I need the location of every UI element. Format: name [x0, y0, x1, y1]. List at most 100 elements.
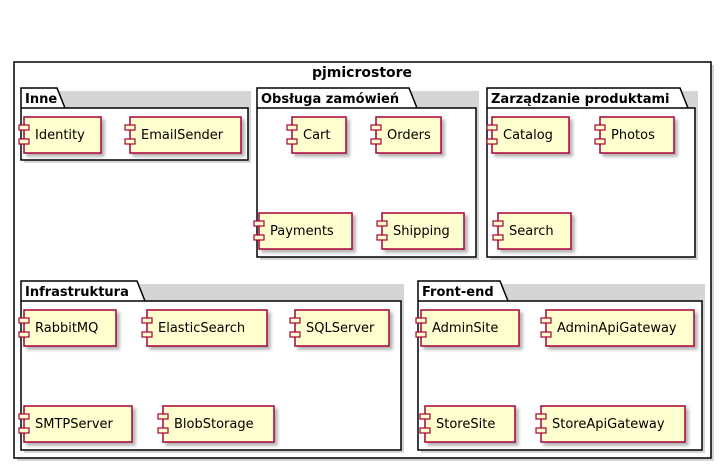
component-blobstorage[interactable]: BlobStorage [157, 405, 275, 443]
component-storesite[interactable]: StoreSite [419, 405, 516, 443]
component-adminapigateway[interactable]: AdminApiGateway [540, 309, 695, 347]
component-payments[interactable]: Payments [253, 212, 353, 250]
component-elasticsearch[interactable]: ElasticSearch [141, 309, 268, 347]
component-box [420, 309, 520, 347]
component-label: RabbitMQ [35, 321, 98, 336]
component-box [424, 405, 516, 443]
component-label: AdminApiGateway [557, 321, 677, 336]
component-port-icon [18, 427, 30, 434]
component-port-icon [370, 138, 382, 145]
component-label: StoreSite [436, 417, 495, 432]
component-port-icon [18, 124, 30, 131]
component-label: Orders [387, 128, 431, 143]
component-port-icon [492, 220, 504, 227]
component-port-icon [540, 331, 552, 338]
component-port-icon [492, 234, 504, 241]
component-port-icon [157, 427, 169, 434]
component-port-icon [376, 234, 388, 241]
component-port-icon [540, 317, 552, 324]
component-label: StoreApiGateway [552, 417, 665, 432]
component-port-icon [419, 427, 431, 434]
component-port-icon [253, 234, 265, 241]
component-rabbitmq[interactable]: RabbitMQ [18, 309, 117, 347]
component-label: Photos [611, 128, 655, 143]
component-port-icon [18, 138, 30, 145]
component-sqlserver[interactable]: SQLServer [289, 309, 390, 347]
component-box [375, 116, 442, 154]
component-label: BlobStorage [174, 417, 254, 432]
component-label: Shipping [393, 224, 450, 239]
component-port-icon [141, 317, 153, 324]
component-port-icon [486, 124, 498, 131]
component-box [129, 116, 242, 154]
component-orders[interactable]: Orders [370, 116, 442, 154]
component-port-icon [141, 331, 153, 338]
component-port-icon [124, 124, 136, 131]
component-box [291, 116, 347, 154]
component-label: SMTPServer [35, 417, 114, 432]
component-port-icon [535, 413, 547, 420]
component-port-icon [253, 220, 265, 227]
component-shipping[interactable]: Shipping [376, 212, 465, 250]
component-port-icon [157, 413, 169, 420]
component-box [146, 309, 268, 347]
component-box [491, 116, 570, 154]
component-port-icon [594, 138, 606, 145]
package-label: Inne [25, 92, 57, 107]
component-port-icon [415, 331, 427, 338]
component-label: SQLServer [306, 321, 375, 336]
component-box [381, 212, 465, 250]
component-adminsite[interactable]: AdminSite [415, 309, 520, 347]
component-photos[interactable]: Photos [594, 116, 675, 154]
component-box [497, 212, 572, 250]
component-label: Cart [303, 128, 331, 143]
component-port-icon [18, 317, 30, 324]
package-label: Zarządzanie produktami [491, 92, 670, 107]
component-label: Payments [270, 224, 334, 239]
component-port-icon [289, 331, 301, 338]
component-search[interactable]: Search [492, 212, 572, 250]
component-box [23, 405, 133, 443]
component-cart[interactable]: Cart [286, 116, 347, 154]
component-port-icon [594, 124, 606, 131]
component-smtpserver[interactable]: SMTPServer [18, 405, 133, 443]
component-box [294, 309, 390, 347]
package-label: Infrastruktura [25, 285, 129, 300]
component-identity[interactable]: Identity [18, 116, 102, 154]
component-port-icon [18, 331, 30, 338]
component-label: Identity [35, 128, 85, 143]
component-label: ElasticSearch [158, 321, 245, 336]
diagram-title: pjmicrostore [312, 65, 412, 81]
component-port-icon [18, 413, 30, 420]
component-label: Catalog [503, 128, 553, 143]
component-port-icon [124, 138, 136, 145]
component-box [258, 212, 353, 250]
component-port-icon [376, 220, 388, 227]
component-port-icon [486, 138, 498, 145]
package-label: Obsługa zamówień [261, 92, 399, 107]
component-box [162, 405, 275, 443]
component-box [23, 116, 102, 154]
component-port-icon [289, 317, 301, 324]
component-label: AdminSite [432, 321, 498, 336]
component-storeapigateway[interactable]: StoreApiGateway [535, 405, 686, 443]
component-box [540, 405, 686, 443]
component-port-icon [419, 413, 431, 420]
component-port-icon [535, 427, 547, 434]
component-port-icon [286, 138, 298, 145]
component-port-icon [370, 124, 382, 131]
package-label: Front-end [422, 285, 494, 300]
component-box [545, 309, 695, 347]
component-box [599, 116, 675, 154]
component-catalog[interactable]: Catalog [486, 116, 570, 154]
component-emailsender[interactable]: EmailSender [124, 116, 242, 154]
component-box [23, 309, 117, 347]
component-label: EmailSender [141, 128, 224, 143]
component-port-icon [415, 317, 427, 324]
